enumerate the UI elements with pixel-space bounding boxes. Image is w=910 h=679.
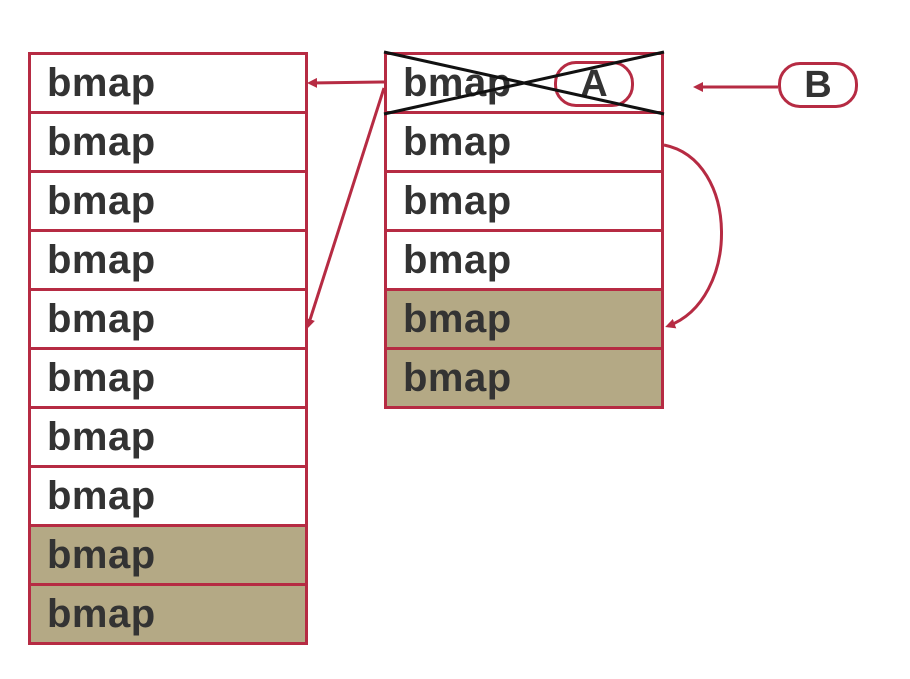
left-cell: bmap <box>28 465 308 527</box>
left-cell: bmap <box>28 170 308 232</box>
left-cell: bmap <box>28 288 308 350</box>
arrow-to-left-top <box>307 77 385 88</box>
left-cell: bmap <box>28 111 308 173</box>
right-cell: bmap <box>384 111 664 173</box>
label-a: A <box>554 61 634 107</box>
right-bitmap-stack: bmap bmap bmap bmap bmap bmap <box>384 52 664 409</box>
right-cell: bmap <box>384 229 664 291</box>
right-cell-filled: bmap <box>384 288 664 350</box>
left-cell-filled: bmap <box>28 524 308 586</box>
left-bitmap-stack: bmap bmap bmap bmap bmap bmap bmap bmap … <box>28 52 308 645</box>
left-cell: bmap <box>28 229 308 291</box>
label-b: B <box>778 62 858 108</box>
left-cell-filled: bmap <box>28 583 308 645</box>
right-cell-filled: bmap <box>384 347 664 409</box>
right-cell: bmap <box>384 170 664 232</box>
arrow-to-left-fifth <box>305 87 386 329</box>
left-cell: bmap <box>28 347 308 409</box>
left-cell: bmap <box>28 406 308 468</box>
curved-arrow <box>663 143 723 329</box>
left-cell: bmap <box>28 52 308 114</box>
